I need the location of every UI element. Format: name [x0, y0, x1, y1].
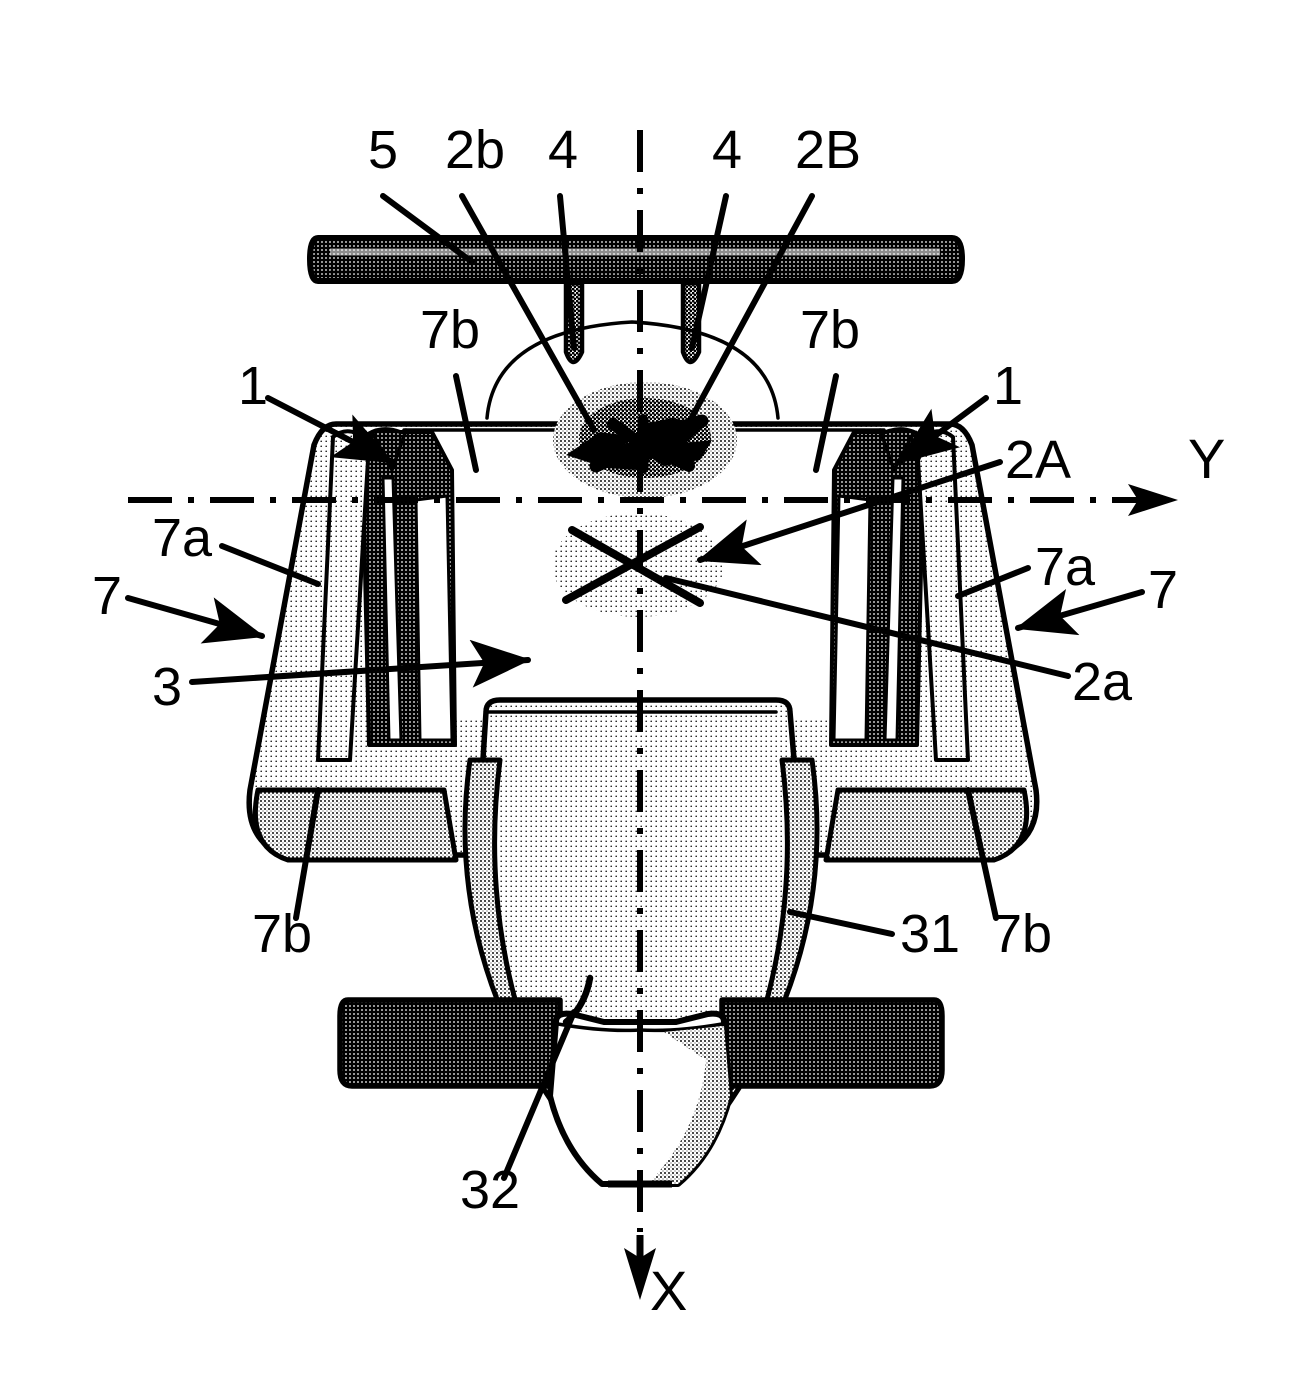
body-upper-shoulder [485, 320, 780, 420]
wing-bottom-right-7b [823, 787, 1030, 863]
leader-7-left [125, 595, 265, 644]
ref-7-right: 7 [1148, 560, 1178, 620]
leader-5 [380, 193, 475, 265]
leader-4-left [557, 193, 577, 351]
leader-7b-top-right [813, 373, 839, 473]
leader-2A [697, 459, 1003, 566]
ref-7a-left: 7a [152, 508, 213, 568]
ref-7b-top-right: 7b [800, 300, 860, 360]
leader-7b-top-left [453, 373, 479, 473]
ref-7b-bottom-left: 7b [252, 904, 312, 964]
leader-32 [501, 1009, 577, 1181]
reference-numerals: 5 2b 4 4 2B 7b 7b 1 1 2A Y 7a 7a 7 7 2a … [92, 120, 1225, 1322]
ref-7-left: 7 [92, 566, 122, 626]
leader-1-left [265, 395, 395, 465]
axis-x-arrowhead [624, 1248, 656, 1300]
ref-5: 5 [368, 120, 398, 180]
leader-7a-left [219, 543, 321, 587]
ref-1-right: 1 [993, 356, 1023, 416]
ref-1-left: 1 [238, 356, 268, 416]
axis-y-arrowhead [1128, 484, 1178, 516]
axis-label-x: X [650, 1259, 687, 1322]
leader-2b [459, 193, 597, 433]
head-plate-5 [307, 235, 965, 284]
ref-2B: 2B [795, 120, 861, 180]
ref-3: 3 [152, 657, 182, 717]
ref-7b-bottom-right: 7b [992, 904, 1052, 964]
leader-lines [125, 193, 1145, 1181]
ref-7b-top-left: 7b [420, 300, 480, 360]
ref-31: 31 [900, 904, 960, 964]
leader-3 [189, 639, 531, 688]
leader-2B [683, 193, 815, 431]
device-drawing [246, 235, 1040, 1188]
ref-2b: 2b [445, 120, 505, 180]
ref-32: 32 [460, 1160, 520, 1220]
leader-4-right [689, 193, 729, 351]
ref-7a-right: 7a [1035, 537, 1096, 597]
ref-4-right: 4 [712, 120, 742, 180]
ref-4-left: 4 [548, 120, 578, 180]
ref-2a: 2a [1072, 652, 1133, 712]
leader-2a [663, 575, 1071, 679]
leader-31 [787, 909, 895, 937]
leader-7b-bottom-right [965, 787, 999, 921]
leader-7a-right [955, 565, 1031, 599]
cross-feature-2A [562, 523, 704, 607]
leader-7b-bottom-left [293, 787, 321, 921]
leader-7-right [1015, 589, 1145, 636]
leader-1-right [897, 395, 989, 465]
wing-bottom-left-7b [252, 787, 459, 863]
bottom-side-pads [337, 997, 945, 1089]
ref-2A: 2A [1005, 430, 1071, 490]
axes-group [128, 130, 1178, 1300]
left-barb-group-1 [316, 427, 457, 762]
axis-label-y: Y [1188, 427, 1225, 490]
